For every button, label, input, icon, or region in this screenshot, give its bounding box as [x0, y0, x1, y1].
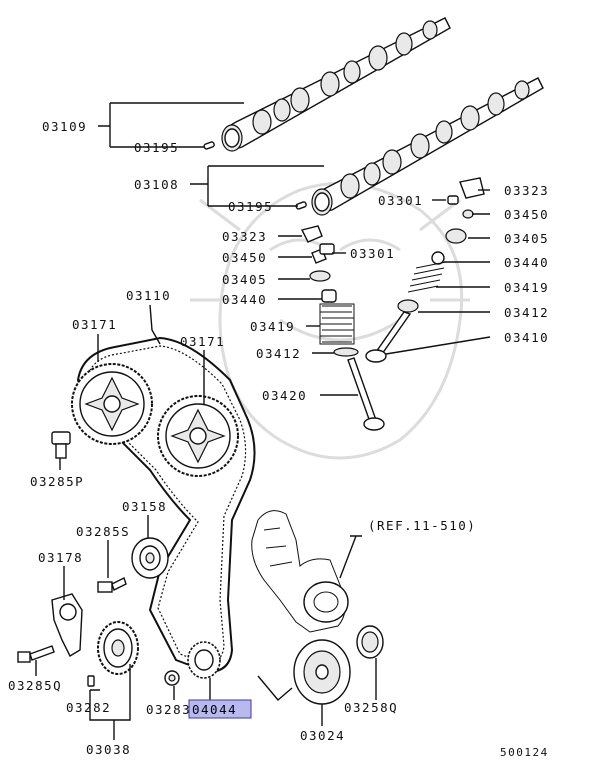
label-03323-left[interactable]: 03323 [222, 229, 267, 244]
label-03110[interactable]: 03110 [126, 288, 171, 303]
spring-right[interactable] [407, 261, 447, 293]
label-03195-upper[interactable]: 03195 [134, 140, 179, 155]
label-03412-right[interactable]: 03412 [504, 305, 549, 320]
seal-left[interactable] [321, 289, 337, 303]
retainer-right[interactable] [445, 228, 467, 244]
label-03171-right[interactable]: 03171 [180, 334, 225, 349]
tensioner-bolt[interactable] [97, 577, 127, 593]
label-ref-11-510[interactable]: (REF.11-510) [368, 518, 476, 533]
camshaft-upper[interactable] [221, 17, 451, 152]
label-03285s[interactable]: 03285S [76, 524, 130, 539]
adjuster-right-a[interactable] [447, 195, 459, 205]
label-03405-left[interactable]: 03405 [222, 272, 267, 287]
timing-belt[interactable] [76, 336, 256, 674]
dowel-pin-lower[interactable] [295, 201, 307, 210]
label-03282[interactable]: 03282 [66, 700, 111, 715]
key-pin[interactable] [87, 675, 95, 687]
label-03108[interactable]: 03108 [134, 177, 179, 192]
rocker-arm-right[interactable] [459, 177, 485, 199]
label-03419-right[interactable]: 03419 [504, 280, 549, 295]
diagram-id: 500124 [500, 746, 549, 759]
label-03038[interactable]: 03038 [86, 742, 131, 757]
label-03258q[interactable]: 03258Q [344, 700, 398, 715]
label-03178[interactable]: 03178 [38, 550, 83, 565]
spring-seat-right[interactable] [397, 299, 419, 313]
label-03158[interactable]: 03158 [122, 499, 167, 514]
label-03412-left[interactable]: 03412 [256, 346, 301, 361]
label-04044[interactable]: 04044 [192, 702, 237, 717]
label-03109[interactable]: 03109 [42, 119, 87, 134]
spring-seat-left[interactable] [333, 347, 359, 357]
bolt-03283p[interactable] [164, 670, 180, 686]
label-03450-left[interactable]: 03450 [222, 250, 267, 265]
lash-adjuster-left[interactable] [319, 243, 335, 255]
label-03301-right[interactable]: 03301 [378, 193, 423, 208]
label-03450-right[interactable]: 03450 [504, 207, 549, 222]
watermark-emblem [190, 181, 470, 460]
engine-reference-sketch [251, 510, 349, 633]
crankshaft-sprocket[interactable] [97, 621, 139, 675]
label-03410[interactable]: 03410 [504, 330, 549, 345]
label-03323-right[interactable]: 03323 [504, 183, 549, 198]
label-03440-left[interactable]: 03440 [222, 292, 267, 307]
label-03171-left[interactable]: 03171 [72, 317, 117, 332]
rocker-arm-left[interactable] [300, 225, 323, 243]
label-03440-right[interactable]: 03440 [504, 255, 549, 270]
adjuster-right-b[interactable] [462, 209, 474, 219]
label-03285q[interactable]: 03285Q [8, 678, 62, 693]
camshaft-sprocket-right[interactable] [157, 395, 239, 477]
label-03283p[interactable]: 03283P [146, 702, 200, 717]
label-03285p[interactable]: 03285P [30, 474, 84, 489]
label-03195-lower[interactable]: 03195 [228, 199, 273, 214]
oil-seal[interactable] [356, 625, 384, 659]
seal-right[interactable] [431, 251, 445, 265]
spring-left[interactable] [319, 303, 355, 345]
label-03405-right[interactable]: 03405 [504, 231, 549, 246]
camshaft-sprocket-left[interactable] [71, 363, 153, 445]
timing-belt-cover-plate[interactable] [293, 639, 351, 705]
crank-sprocket-b[interactable] [187, 641, 221, 679]
tensioner-bolt-lower[interactable] [17, 645, 55, 663]
valve-right[interactable] [365, 311, 412, 363]
label-03420[interactable]: 03420 [262, 388, 307, 403]
leader-lines [35, 102, 491, 740]
label-03419-left[interactable]: 03419 [250, 319, 295, 334]
valve-left[interactable] [347, 357, 385, 431]
camshaft-lower[interactable] [311, 77, 544, 216]
label-03024[interactable]: 03024 [300, 728, 345, 743]
idler-pulley[interactable] [131, 537, 169, 579]
sprocket-bolt[interactable] [51, 431, 71, 459]
labels: 03109 03195 03108 03195 03301 03323 0345… [8, 119, 549, 759]
retainer-left[interactable] [309, 270, 331, 282]
highlight-box-04044 [188, 699, 252, 719]
label-03301-left[interactable]: 03301 [350, 246, 395, 261]
tensioner[interactable] [51, 593, 83, 657]
dowel-pin-upper[interactable] [203, 141, 215, 150]
